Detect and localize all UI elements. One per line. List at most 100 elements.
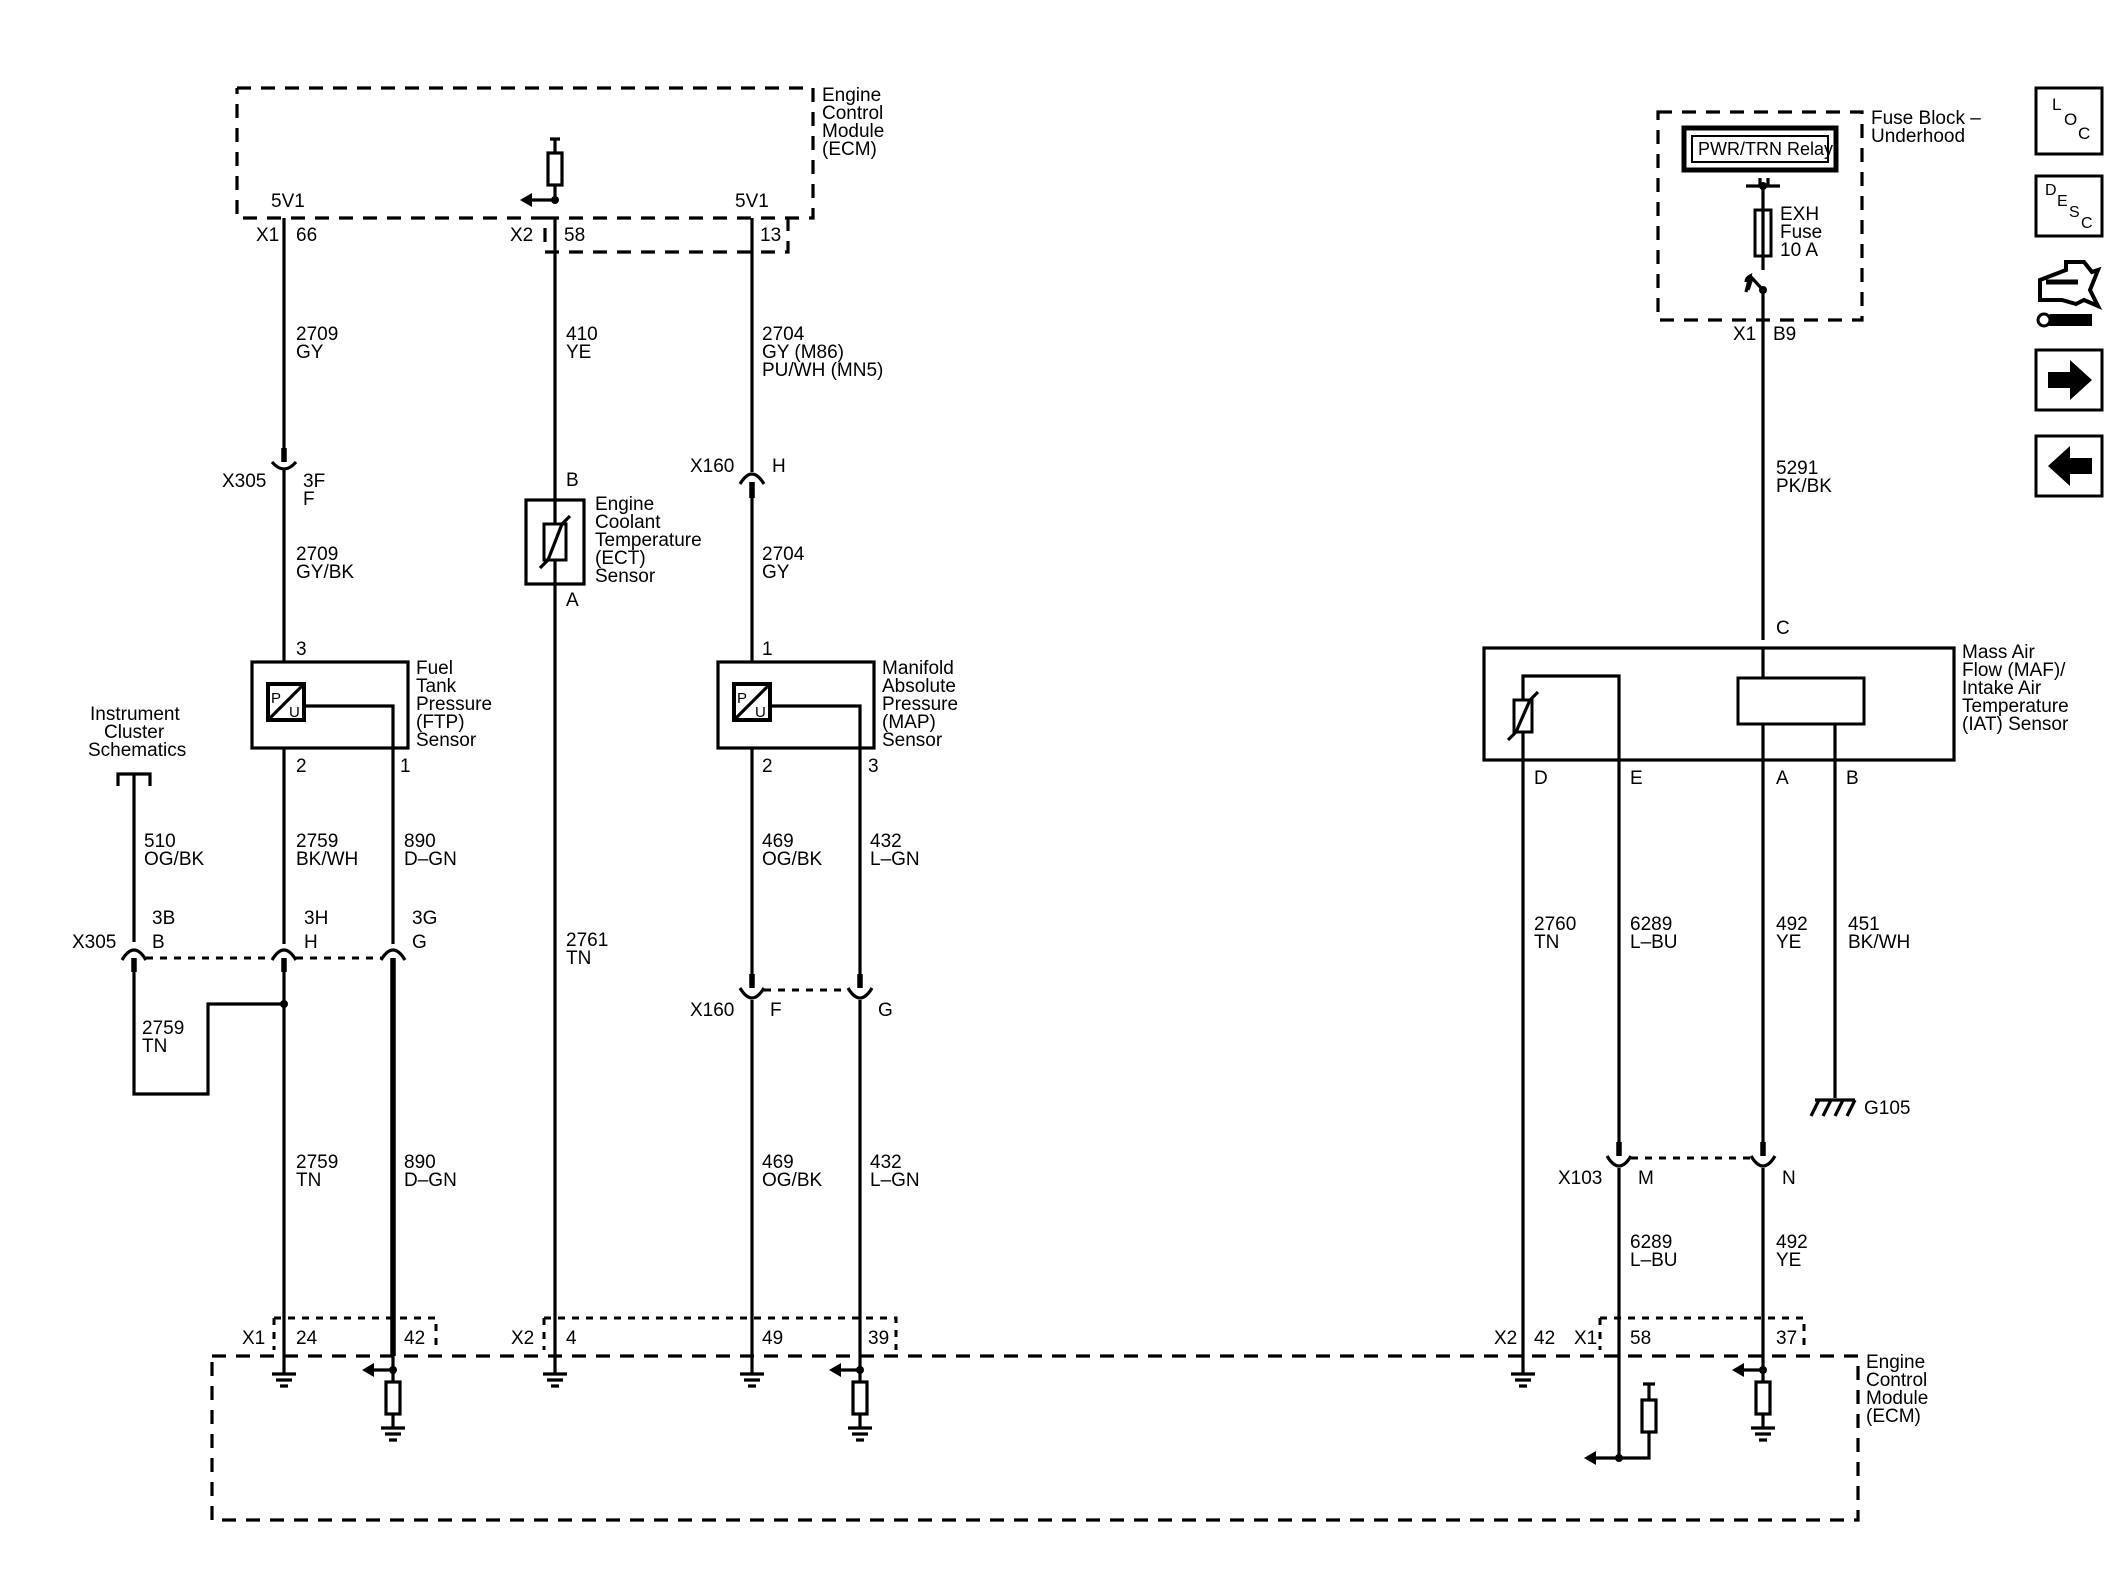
previous-page-button[interactable] (2034, 434, 2104, 498)
circuit-map: 2704 GY (M86) PU/WH (MN5) X160 H 2704 GY… (690, 218, 958, 1356)
wire-2704b-color: GY (762, 562, 790, 583)
ftp-pin-1: 1 (400, 756, 411, 777)
map-glyph-p: P (737, 690, 747, 707)
map-name-2: Absolute (882, 676, 956, 697)
x103-name: X103 (1558, 1168, 1602, 1189)
input-pulldown-42 (362, 1356, 405, 1442)
wire-2759-loop-num: 2759 (142, 1018, 184, 1039)
ecm-bot-conn-x1a: X1 (242, 1328, 265, 1349)
desc-letter-c: C (2081, 215, 2093, 232)
ecm-bot-pin-42: 42 (404, 1328, 425, 1349)
wire-2704-color-b: PU/WH (MN5) (762, 360, 883, 381)
wire-890-bot-color: D–GN (404, 1170, 457, 1191)
instrument-cluster-ref: Instrument Cluster Schematics 510 OG/BK (88, 704, 205, 942)
maf-pin-a: A (1776, 768, 1789, 789)
ftp-pin-2: 2 (296, 756, 307, 777)
ftp-glyph-u: U (289, 704, 300, 721)
wire-2761-color: TN (566, 948, 591, 969)
ftp-glyph-p: P (271, 690, 281, 707)
description-button[interactable]: D E S C (2034, 174, 2104, 238)
left-arrow-icon (2048, 446, 2092, 486)
g105-label: G105 (1864, 1098, 1910, 1119)
wire-469-bot-color: OG/BK (762, 1170, 823, 1191)
ecm-bottom-title-1: Engine (1866, 1352, 1925, 1373)
loc-letter-o: O (2064, 110, 2077, 129)
wire-890-top-num: 890 (404, 831, 436, 852)
ic-line-2: Cluster (104, 722, 165, 743)
next-page-button[interactable] (2034, 348, 2104, 412)
ecm-bot-pin-39: 39 (868, 1328, 889, 1349)
wire-2760-color: TN (1534, 932, 1559, 953)
x103-pin-n: N (1782, 1168, 1796, 1189)
ground-icon (1511, 1356, 1535, 1388)
wire-432-top-color: L–GN (870, 849, 920, 870)
map-name-5: Sensor (882, 730, 943, 751)
fuse-conn-x1: X1 (1733, 324, 1756, 345)
ecm-bot-pin-24: 24 (296, 1328, 318, 1349)
pwr-trn-relay (1681, 125, 1839, 173)
ect-name-2: Coolant (595, 512, 661, 533)
circuit-ect: 410 YE B Engine Coolant Temperature (ECT… (524, 218, 702, 1356)
desc-letter-s: S (2069, 204, 2080, 221)
ftp-name-2: Tank (416, 676, 457, 697)
x305-bot-sub-h: H (304, 932, 318, 953)
wire-2759-bot-color: TN (296, 1170, 321, 1191)
map-name-4: (MAP) (882, 712, 936, 733)
wire-2760-num: 2760 (1534, 914, 1576, 935)
wire-469-top-color: OG/BK (762, 849, 823, 870)
circuit-maf-iat: 5291 PK/BK C Mass Air Flow (MAF)/ Intake… (1482, 290, 2069, 1458)
x305-bot-sub-b: B (152, 932, 165, 953)
ecm-top-pin-66: 66 (296, 225, 317, 246)
x305-top-sub: F (303, 489, 315, 510)
ecm-bot-conn-x2b: X2 (1494, 1328, 1517, 1349)
ecm-top-module: Engine Control Module (ECM) 5V1 5V1 X1 6… (235, 85, 884, 254)
ecm-top-pin-13: 13 (760, 225, 781, 246)
wire-6289-bot-num: 6289 (1630, 1232, 1672, 1253)
wire-2709b-color: GY/BK (296, 562, 354, 583)
map-pin-1: 1 (762, 639, 773, 660)
ecm-top-pin-58: 58 (564, 225, 585, 246)
wire-510-num: 510 (144, 831, 176, 852)
ftp-name-3: Pressure (416, 694, 492, 715)
ftp-name-1: Fuel (416, 658, 453, 679)
connector-tools-icon[interactable] (2036, 260, 2103, 328)
fuse-block-underhood: Fuse Block – Underhood PWR/TRN Relay EXH… (1656, 108, 1981, 345)
x160-bot-pin-f: F (770, 1000, 782, 1021)
input-pullup-58 (1584, 1382, 1658, 1465)
side-nav: L O C D E S C (2034, 86, 2104, 498)
ftp-sensor-box (250, 660, 410, 750)
x305-bot-sub-g: G (412, 932, 427, 953)
maf-name-1: Mass Air (1962, 642, 2036, 663)
ecm-bot-pin-4: 4 (566, 1328, 577, 1349)
map-pin-3: 3 (868, 756, 879, 777)
wire-2761-num: 2761 (566, 930, 608, 951)
location-button[interactable]: L O C (2034, 86, 2104, 156)
maf-name-3: Intake Air (1962, 678, 2042, 699)
x160-bot-pin-g: G (878, 1000, 893, 1021)
ftp-name-5: Sensor (416, 730, 477, 751)
wire-432-bot-color: L–GN (870, 1170, 920, 1191)
wire-451-color: BK/WH (1848, 932, 1910, 953)
wire-469-bot-num: 469 (762, 1152, 794, 1173)
ecm-top-title-4: (ECM) (822, 139, 877, 160)
wire-890-bot-num: 890 (404, 1152, 436, 1173)
ect-pin-b: B (566, 470, 579, 491)
wire-2759-bkwh-num: 2759 (296, 831, 338, 852)
maf-pin-e: E (1630, 768, 1643, 789)
fuse-rating: 10 A (1780, 240, 1818, 261)
wire-2759-bot-num: 2759 (296, 1152, 338, 1173)
wire-492-bot-num: 492 (1776, 1232, 1808, 1253)
wire-432-top-num: 432 (870, 831, 902, 852)
wire-2709-color: GY (296, 342, 324, 363)
x160-top-name: X160 (690, 456, 734, 477)
x305-bot-pin-3g: 3G (412, 908, 437, 929)
ecm-top-conn-x2: X2 (510, 225, 533, 246)
maf-name-4: Temperature (1962, 696, 2069, 717)
ecm-bot-pin-49: 49 (762, 1328, 783, 1349)
maf-pin-c: C (1776, 618, 1790, 639)
ecm-bot-conn-x2a: X2 (511, 1328, 534, 1349)
ecm-bottom-module: Engine Control Module (ECM) X1 24 42 X2 … (210, 1316, 1928, 1522)
x160-bot-name: X160 (690, 1000, 734, 1021)
ect-name-3: Temperature (595, 530, 702, 551)
